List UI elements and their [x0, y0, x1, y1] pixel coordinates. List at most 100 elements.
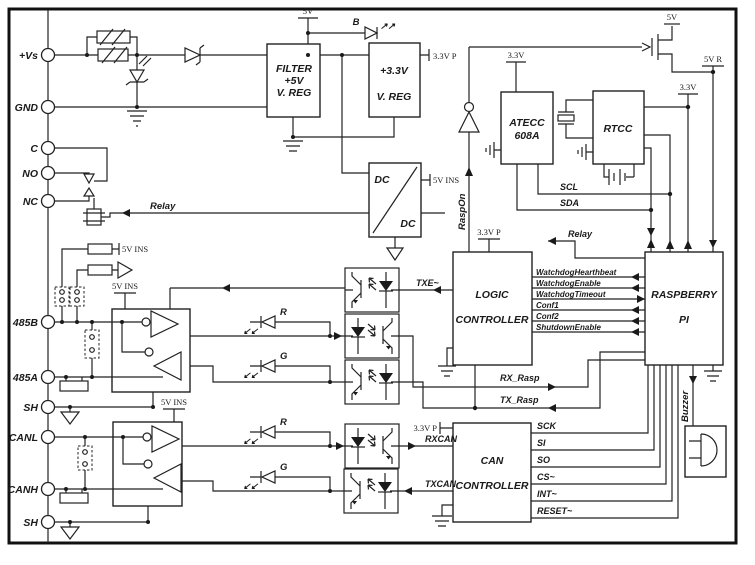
5vr-rail-label: 5V R	[704, 54, 722, 64]
power-wire-path	[55, 18, 714, 493]
junction	[64, 487, 68, 491]
shield-ground-2-icon	[59, 526, 81, 540]
scl-label: SCL	[560, 182, 578, 192]
buzzer-block	[684, 425, 727, 478]
optocouplers	[343, 267, 400, 514]
terminal-485a	[40, 369, 56, 385]
opto-rxcan	[344, 423, 400, 469]
ptc-slash-marks	[99, 28, 128, 64]
security-rtc-section: ATECC 608A RTCC 3.3V 3.3V SCL SDA	[485, 50, 698, 208]
rxcan-label: RXCAN	[425, 434, 458, 444]
regulator-section: FILTER +5V V. REG +3.3V V. REG 5V 3.3V P…	[266, 6, 457, 152]
5vins-can-label: 5V INS	[161, 397, 187, 407]
conf2-label: Conf2	[536, 312, 559, 321]
opto-rx485	[344, 313, 400, 359]
3v3-rail-label: 3.3V	[680, 82, 698, 92]
can-transceiver-section: 5V INS	[112, 397, 187, 507]
can-driver-enable-bubble	[142, 432, 152, 442]
isolated-ground-icon	[385, 247, 405, 262]
led-g2-icon	[260, 470, 276, 484]
led-b-emission-icon: ↗↗	[380, 21, 396, 31]
opto-txe	[344, 267, 400, 313]
rs485-receiver-enable-bubble	[144, 347, 154, 357]
cs-label: CS~	[537, 472, 556, 482]
atecc-label-2: 608A	[514, 130, 539, 142]
led-r2-icon	[260, 425, 276, 439]
canctrl-label-1: CAN	[481, 455, 504, 467]
raspon-switch-section: RaspOn 5V 5V R	[457, 12, 724, 230]
indicator-leds: R ↙↙ G ↙↙ R ↙↙ G ↙↙	[243, 307, 331, 491]
signal-wire-path	[93, 47, 714, 519]
can-driver-icon	[151, 425, 181, 453]
logic-label-2: CONTROLLER	[456, 314, 529, 326]
relay-section: Relay	[82, 173, 176, 226]
jumper-pin	[59, 297, 65, 303]
5v-mosfet-label: 5V	[667, 12, 678, 22]
tvs-diode-icon	[128, 69, 146, 84]
logic-controller-block	[452, 251, 533, 366]
logic-label-1: LOGIC	[475, 289, 509, 301]
junction	[328, 380, 332, 384]
jumper-1	[54, 286, 70, 307]
power-wires	[55, 18, 714, 493]
inverter-bubble	[463, 101, 475, 113]
rtcc-block	[592, 90, 645, 165]
junction	[685, 104, 691, 110]
watchdog-arrows	[631, 273, 645, 336]
led-g1-emission-icon: ↙↙	[243, 370, 259, 380]
filter-label-3: V. REG	[277, 87, 312, 99]
terminal-canh	[40, 481, 56, 497]
relay-rpi-label: Relay	[568, 229, 593, 239]
tx-rasp-label: TX_Rasp	[500, 395, 539, 405]
jumper-termination-485	[84, 329, 100, 359]
led-g1-label: G	[280, 351, 288, 362]
filter-5v-regulator-block	[266, 43, 321, 118]
sck-label: SCK	[537, 421, 558, 431]
can-internal-wires	[113, 436, 163, 490]
serial-signals: TXE~ RX_Rasp TX_Rasp	[222, 278, 556, 412]
rs485-internal-wires	[112, 321, 163, 378]
junction	[306, 31, 310, 35]
dcdc-label-1: DC	[374, 174, 390, 186]
jumper-pin	[82, 449, 88, 455]
3v3-atecc-label: 3.3V	[508, 50, 526, 60]
junction	[68, 405, 72, 409]
terminal-c	[40, 140, 56, 156]
can-data-arrows	[336, 442, 416, 495]
rx-rasp-arrow	[548, 383, 556, 391]
buzzer-label: Buzzer	[680, 390, 691, 422]
3v3p-output-label: 3.3V P	[433, 51, 457, 61]
junction	[135, 105, 139, 109]
5vins-rs485-label: 5V INS	[112, 281, 138, 291]
rpi-label-2: PI	[679, 314, 690, 326]
terminal-canl-label: CANL	[9, 432, 38, 444]
jumper-pin	[89, 334, 95, 340]
rpi-ground-icon	[704, 370, 722, 382]
raspberry-pi-block	[644, 251, 724, 366]
junction	[64, 375, 68, 379]
rs485-transceiver-section: 5V INS	[111, 281, 191, 393]
jumper-pin	[59, 289, 65, 295]
junction	[120, 320, 124, 324]
conf1-label: Conf1	[536, 301, 559, 310]
led-b-icon	[364, 26, 379, 40]
tx-rasp-arrow	[548, 404, 556, 412]
raspon-arrow-up	[465, 167, 473, 176]
junction	[328, 444, 332, 448]
dcdc-diagonal	[372, 166, 418, 234]
txe-label: TXE~	[416, 278, 440, 288]
atecc-block	[500, 91, 554, 165]
ground-icon	[283, 140, 303, 152]
junction	[306, 53, 310, 57]
junction	[710, 69, 716, 75]
relay-coil-icon	[86, 208, 102, 226]
pmos-transistor-icon	[651, 34, 659, 60]
junction	[90, 375, 94, 379]
buzzer-section: Buzzer	[680, 376, 727, 478]
terminal-485b-label: 485B	[12, 317, 39, 329]
rs485-driver-icon	[150, 310, 180, 338]
can-receiver-enable-bubble	[143, 459, 153, 469]
crystal-wires	[558, 99, 593, 139]
3v3p-can-label: 3.3V P	[414, 423, 438, 433]
